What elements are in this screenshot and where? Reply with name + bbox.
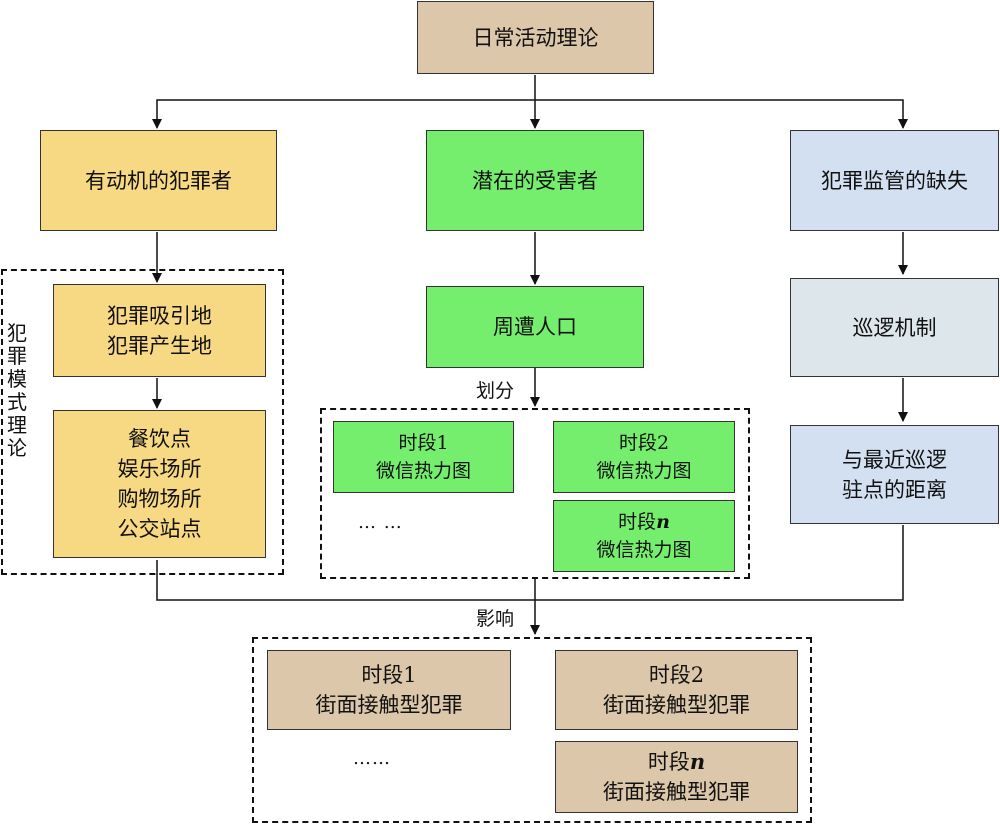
crime-pattern-label: 犯罪模式理论 [7, 321, 27, 460]
victim-label: 潜在的受害者 [472, 168, 598, 193]
patrol-label: 巡逻机制 [852, 315, 937, 340]
crime-1-period: 时段1 [361, 663, 417, 687]
arrow-root-to-guardian [535, 99, 908, 129]
heatmap-2-name: 微信热力图 [596, 460, 692, 482]
root-label: 日常活动理论 [472, 25, 599, 50]
crime-1-name: 街面接触型犯罪 [315, 693, 463, 717]
population-node: 周遭人口 [426, 286, 644, 368]
heatmap-2-period: 时段2 [618, 432, 670, 454]
split-label: 划分 [476, 380, 515, 402]
arrow-root-to-offender [152, 99, 535, 129]
place-shopping: 购物场所 [117, 487, 202, 511]
impact-label: 影响 [476, 608, 515, 630]
offender-node: 有动机的犯罪者 [40, 130, 277, 231]
heatmap-period-n: 时段n 微信热力图 [553, 500, 735, 572]
places-node: 餐饮点 娱乐场所 购物场所 公交站点 [53, 410, 266, 558]
patrol-node: 巡逻机制 [790, 278, 999, 377]
heatmap-1-period: 时段1 [398, 432, 449, 454]
place-entertainment: 娱乐场所 [117, 457, 202, 481]
attractor-line-1: 犯罪吸引地 [107, 303, 212, 328]
distance-line-1: 与最近巡逻 [842, 447, 947, 472]
crime-n-name: 街面接触型犯罪 [603, 780, 750, 804]
attractors-node: 犯罪吸引地 犯罪产生地 [53, 284, 266, 377]
crime-pattern-group [1, 269, 284, 575]
crime-2-period: 时段2 [648, 663, 705, 687]
distance-node: 与最近巡逻 驻点的距离 [790, 425, 999, 524]
offender-label: 有动机的犯罪者 [85, 168, 232, 193]
heatmap-n-name: 微信热力图 [596, 539, 692, 561]
heatmap-1-name: 微信热力图 [375, 460, 471, 482]
distance-line-2: 驻点的距离 [842, 477, 947, 502]
crimes-ellipsis: …… [353, 748, 391, 769]
merge-line [156, 525, 904, 601]
crime-period-n: 时段n 街面接触型犯罪 [555, 741, 798, 813]
place-bus-stop: 公交站点 [117, 517, 202, 541]
heatmap-group [320, 408, 750, 579]
heatmap-period-1: 时段1 微信热力图 [333, 421, 514, 493]
crime-2-name: 街面接触型犯罪 [603, 693, 750, 717]
place-dining: 餐饮点 [128, 427, 191, 451]
guardian-node: 犯罪监管的缺失 [790, 130, 999, 231]
heatmap-ellipsis: … … [358, 512, 403, 533]
crime-period-1: 时段1 街面接触型犯罪 [267, 650, 511, 730]
victim-node: 潜在的受害者 [426, 130, 644, 231]
heatmap-n-period: 时段n [618, 511, 670, 533]
guardian-label: 犯罪监管的缺失 [821, 168, 968, 193]
crime-n-period: 时段n [647, 749, 706, 774]
crime-period-2: 时段2 街面接触型犯罪 [555, 650, 798, 730]
population-label: 周遭人口 [493, 315, 577, 339]
crimes-group [252, 637, 812, 823]
root-node: 日常活动理论 [417, 1, 654, 74]
heatmap-period-2: 时段2 微信热力图 [553, 421, 735, 493]
attractor-line-2: 犯罪产生地 [107, 333, 212, 358]
